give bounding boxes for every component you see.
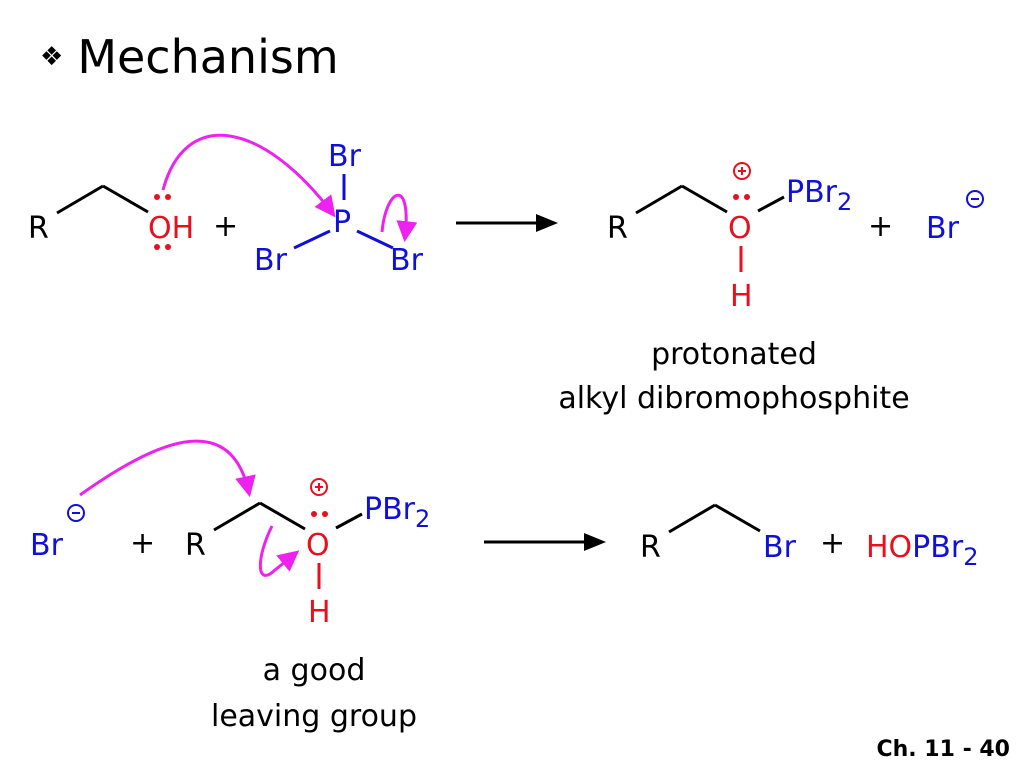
step1-product-minus-charge-icon (966, 190, 984, 208)
step1-product-lone-pair (733, 194, 750, 200)
step1-product-plus: + (868, 209, 893, 244)
step2-curly-arrow-bond-to-o (258, 525, 300, 577)
step1-product-bond-1 (635, 184, 683, 215)
step2-product-bond-2 (714, 503, 761, 533)
step1-product-r: R (607, 211, 628, 246)
step1-pbr3-br-top: Br (328, 139, 362, 174)
step1-lone-pair-bottom (154, 244, 171, 250)
step1-product-o: O (728, 211, 752, 246)
slide-title: Mechanism (77, 30, 339, 84)
step2-intermediate-r: R (185, 528, 206, 563)
step1-alcohol-bond-2 (102, 184, 149, 214)
step1-pbr3-bond-right (356, 229, 394, 250)
step1-product-plus-charge-icon (733, 162, 751, 180)
step2-plus-1: + (130, 526, 155, 561)
step1-pbr3-br-left: Br (254, 243, 288, 278)
step2-curly-arrow-br-to-c (79, 439, 256, 498)
title-row: ❖ Mechanism (40, 30, 339, 84)
step1-alcohol-oh: OH (148, 211, 194, 246)
step2-reaction-arrow-head (584, 533, 606, 551)
step1-product-h: H (730, 279, 753, 314)
step1-product-bond-2 (681, 184, 728, 214)
step1: R OH + Br P Br Br (28, 133, 984, 416)
step2-intermediate-o: O (306, 528, 330, 563)
step1-lone-pair-top (154, 194, 171, 200)
step2-product-br: Br (763, 530, 797, 565)
step2-intermediate-pbr: PBr2 (364, 492, 430, 533)
step2: Br + R O PBr2 H (30, 439, 978, 734)
step2-bromide-minus-charge-icon (67, 504, 85, 522)
step1-curly-arrow-p-br (380, 193, 418, 243)
bullet-icon: ❖ (40, 42, 64, 72)
step2-intermediate-plus-charge-icon (310, 478, 328, 496)
step1-plus-1: + (213, 209, 238, 244)
step2-intermediate-h: H (308, 595, 331, 630)
step1-product-br: Br (926, 211, 960, 246)
step1-product-bond-o-p (757, 195, 785, 213)
step2-intermediate-bond-2 (259, 501, 306, 531)
step2-intermediate-lone-pair (311, 511, 328, 517)
step2-caption-line2: leaving group (211, 699, 417, 734)
step2-intermediate-bond-1 (213, 501, 261, 532)
step1-pbr3-p: P (333, 205, 351, 240)
step2-product-plus: + (820, 526, 845, 561)
step2-bromide: Br (30, 528, 64, 563)
step1-reaction-arrow-head (536, 214, 558, 232)
step1-product-pbr: PBr2 (786, 175, 852, 216)
step1-alcohol-r: R (28, 211, 49, 246)
step2-intermediate-bond-o-p (335, 512, 363, 530)
step1-curly-arrow-o-to-p (161, 133, 336, 218)
step1-pbr3-bond-left (293, 229, 331, 250)
step1-alcohol-bond-1 (56, 184, 104, 215)
page-label: Ch. 11 - 40 (876, 737, 1010, 762)
step1-pbr3-br-right: Br (390, 243, 424, 278)
step2-product-hopbr2: HOPBr2 (866, 530, 978, 571)
step2-product-bond-1 (668, 503, 716, 534)
step1-caption-line2: alkyl dibromophosphite (558, 381, 909, 416)
step2-product-r: R (640, 530, 661, 565)
step1-caption-line1: protonated (651, 337, 817, 372)
step2-caption-line1: a good (263, 653, 366, 688)
